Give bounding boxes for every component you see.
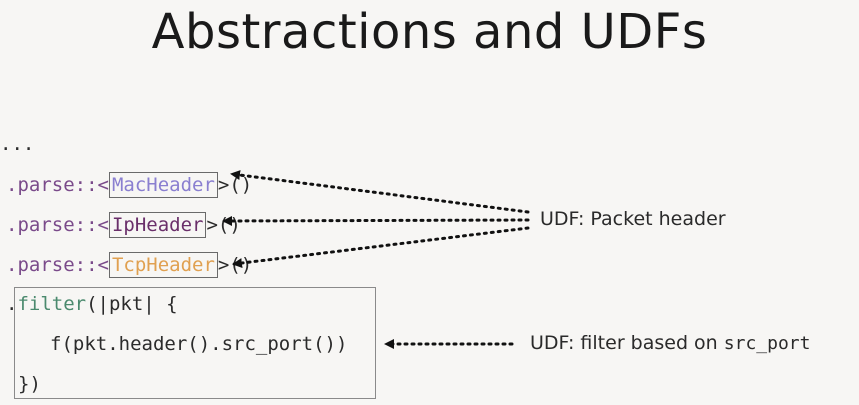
- arrow-to-mac-header: [230, 170, 530, 214]
- parse-prefix: .parse::<: [6, 254, 109, 276]
- parse-line-tcp: .parse::<TcpHeader>(): [6, 252, 252, 278]
- arrow-to-ip-header: [222, 215, 530, 226]
- filter-open-line: .filter(|pkt| {: [6, 292, 178, 316]
- ip-header-type: IpHeader: [108, 212, 207, 238]
- filter-fn: filter: [17, 293, 87, 315]
- udf-filter-code: src_port: [723, 333, 811, 354]
- mac-header-type: MacHeader: [108, 172, 218, 198]
- parse-prefix: .parse::<: [6, 174, 109, 196]
- filter-code-box: [14, 287, 376, 399]
- parse-suffix: >(): [217, 174, 253, 196]
- udf-filter-label: UDF: filter based on src_port: [530, 332, 810, 354]
- ellipsis: ...: [0, 133, 35, 155]
- slide-title: Abstractions and UDFs: [151, 4, 708, 60]
- arrow-to-tcp-header: [232, 226, 530, 268]
- udf-packet-header-label: UDF: Packet header: [540, 208, 726, 230]
- filter-body-line: f(pkt.header().src_port()): [50, 333, 348, 355]
- parse-line-mac: .parse::<MacHeader>(): [6, 172, 252, 198]
- filter-close-line: }): [18, 373, 41, 395]
- filter-dot: .: [6, 293, 18, 315]
- udf-filter-prefix: UDF: filter based on: [530, 332, 724, 354]
- parse-prefix: .parse::<: [6, 214, 109, 236]
- tcp-header-type: TcpHeader: [108, 252, 218, 278]
- filter-args: (|pkt| {: [86, 293, 178, 315]
